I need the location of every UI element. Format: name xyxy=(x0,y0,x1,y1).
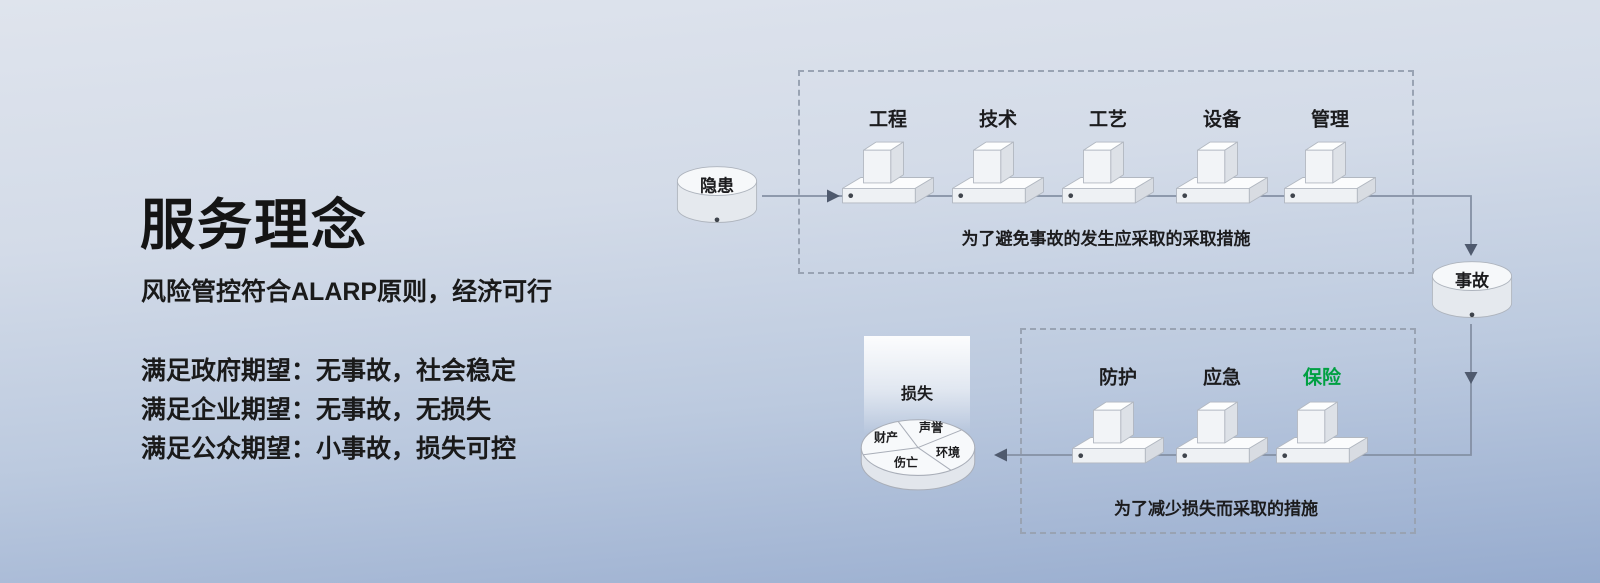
expectations-list: 满足政府期望：无事故，社会稳定 满足企业期望：无事故，无损失 满足公众期望：小事… xyxy=(141,352,516,469)
label-insurance: 保险 xyxy=(1302,367,1342,389)
barrier-equipment xyxy=(1172,132,1272,223)
loss-segment-property: 财产 xyxy=(873,430,899,445)
expectation-government: 满足政府期望：无事故，社会稳定 xyxy=(141,357,517,385)
prevention-box xyxy=(798,70,1414,274)
expectation-enterprise: 满足企业期望：无事故，无损失 xyxy=(141,396,492,424)
label-management: 管理 xyxy=(1310,109,1350,131)
barrier-emergency xyxy=(1172,392,1272,483)
label-equipment: 设备 xyxy=(1202,109,1242,131)
barrier-engineering xyxy=(838,132,938,223)
barrier-insurance xyxy=(1272,392,1372,483)
mitigation-caption: 为了减少损失而采取的措施 xyxy=(1114,499,1318,519)
label-technology: 技术 xyxy=(978,109,1018,131)
barrier-process xyxy=(1058,132,1158,223)
loss-segment-reputation: 声誉 xyxy=(918,420,944,435)
arrow-right-icon xyxy=(827,189,840,203)
page-title: 服务理念 xyxy=(140,194,369,256)
label-emergency: 应急 xyxy=(1202,367,1242,389)
subtitle: 风险管控符合ALARP原则，经济可行 xyxy=(141,278,553,306)
arrow-left-icon xyxy=(994,448,1007,462)
label-process: 工艺 xyxy=(1088,109,1128,131)
loss-segment-environment: 环境 xyxy=(935,445,961,460)
arrow-down-icon xyxy=(1464,372,1478,384)
label-engineering: 工程 xyxy=(868,109,908,131)
prevention-caption: 为了避免事故的发生应采取的采取措施 xyxy=(961,229,1251,249)
arrow-down-icon xyxy=(1464,244,1478,256)
barrier-protection xyxy=(1068,392,1168,483)
mitigation-box xyxy=(1020,328,1416,534)
hazard-label: 隐患 xyxy=(700,176,734,196)
loss-highlight-glow xyxy=(864,336,970,434)
barrier-management xyxy=(1280,132,1380,223)
barrier-technology xyxy=(948,132,1048,223)
label-protection: 防护 xyxy=(1098,367,1138,389)
accident-label: 事故 xyxy=(1455,271,1489,291)
expectation-public: 满足公众期望：小事故，损失可控 xyxy=(141,435,517,463)
loss-label: 损失 xyxy=(900,386,934,403)
loss-pie-cylinder xyxy=(860,419,976,491)
loss-segment-casualties: 伤亡 xyxy=(893,455,919,470)
